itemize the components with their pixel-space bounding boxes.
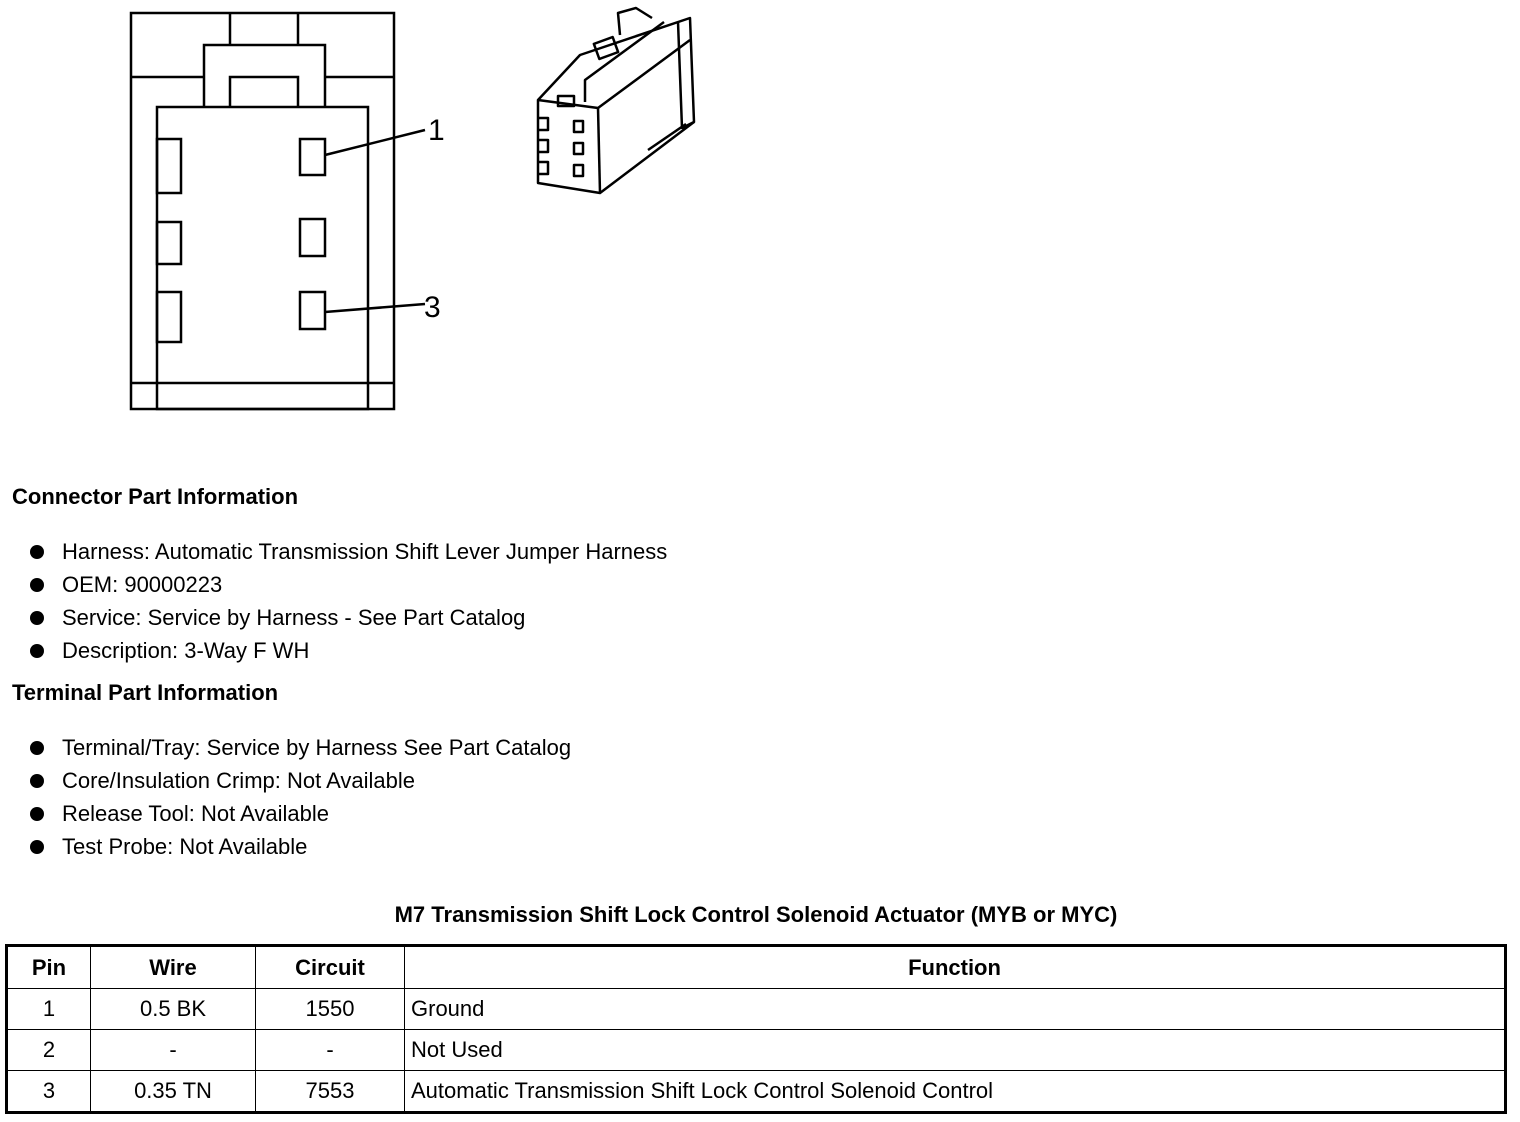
cell-wire: 0.5 BK: [90, 988, 256, 1030]
list-item: OEM: 90000223: [30, 568, 667, 601]
list-item: Test Probe: Not Available: [30, 830, 571, 863]
list-item: Core/Insulation Crimp: Not Available: [30, 764, 571, 797]
pinout-table: Pin Wire Circuit Function 1 0.5 BK 1550 …: [5, 944, 1507, 1114]
terminal-cavity-2: [298, 217, 327, 258]
list-item: Description: 3-Way F WH: [30, 634, 667, 667]
cell-wire: 0.35 TN: [90, 1070, 256, 1113]
cell-circuit: 1550: [255, 988, 405, 1030]
table-row: 2 - - Not Used: [6, 1029, 1506, 1071]
table-row: 3 0.35 TN 7553 Automatic Transmission Sh…: [6, 1070, 1506, 1113]
cell-circuit: -: [255, 1029, 405, 1071]
pinout-table-title: M7 Transmission Shift Lock Control Solen…: [394, 902, 1118, 927]
bullet-icon: [30, 741, 44, 755]
list-item: Release Tool: Not Available: [30, 797, 571, 830]
cell-circuit: 7553: [255, 1070, 405, 1113]
connector-part-list: Harness: Automatic Transmission Shift Le…: [30, 535, 667, 667]
header-pin: Pin: [6, 945, 91, 989]
cell-pin: 2: [6, 1029, 91, 1071]
bullet-icon: [30, 840, 44, 854]
cell-pin: 3: [6, 1070, 91, 1113]
cell-function: Ground: [404, 988, 1506, 1030]
cell-pin: 1: [6, 988, 91, 1030]
bullet-icon: [30, 644, 44, 658]
list-item: Terminal/Tray: Service by Harness See Pa…: [30, 731, 571, 764]
list-item: Harness: Automatic Transmission Shift Le…: [30, 535, 667, 568]
terminal-part-information-heading: Terminal Part Information: [12, 680, 279, 705]
cell-function: Not Used: [404, 1029, 1506, 1071]
connector-diagram: 1 3: [129, 6, 696, 411]
header-wire: Wire: [90, 945, 256, 989]
connector-isometric-view: [536, 6, 696, 195]
bullet-icon: [30, 807, 44, 821]
bullet-icon: [30, 578, 44, 592]
bullet-icon: [30, 611, 44, 625]
table-row: 1 0.5 BK 1550 Ground: [6, 988, 1506, 1030]
terminal-part-list: Terminal/Tray: Service by Harness See Pa…: [30, 731, 571, 863]
list-item: Service: Service by Harness - See Part C…: [30, 601, 667, 634]
header-circuit: Circuit: [255, 945, 405, 989]
cell-function: Automatic Transmission Shift Lock Contro…: [404, 1070, 1506, 1113]
bullet-icon: [30, 545, 44, 559]
callout-1: 1: [428, 114, 445, 147]
connector-part-information-heading: Connector Part Information: [12, 484, 299, 509]
cell-wire: -: [90, 1029, 256, 1071]
header-function: Function: [404, 945, 1506, 989]
terminal-cavity-3: [298, 290, 327, 331]
table-header-row: Pin Wire Circuit Function: [6, 945, 1506, 989]
connector-face-view: [129, 11, 426, 411]
bullet-icon: [30, 774, 44, 788]
callout-3: 3: [424, 291, 441, 324]
terminal-cavity-1: [298, 137, 327, 177]
